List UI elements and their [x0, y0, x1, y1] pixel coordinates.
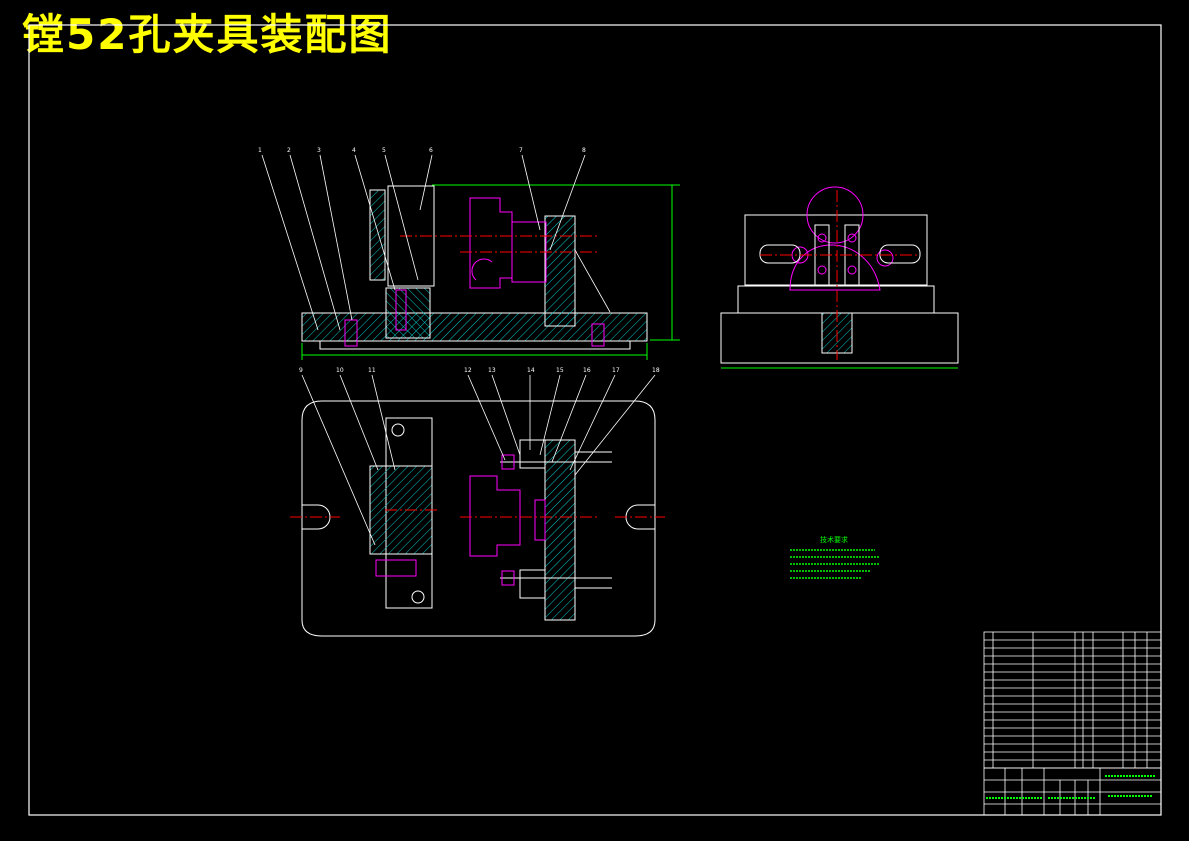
- sheet-frame: [28, 24, 1162, 816]
- part-label: 12: [464, 367, 472, 374]
- technical-requirements: 技术要求: [790, 535, 880, 579]
- part-label: 18: [652, 367, 660, 374]
- part-label: 7: [519, 147, 523, 154]
- part-label: 16: [583, 367, 591, 374]
- part-label: 15: [556, 367, 564, 374]
- part-label: 10: [336, 367, 344, 374]
- part-label: 4: [352, 147, 356, 154]
- top-leader-lines: [301, 374, 656, 546]
- part-label: 9: [299, 367, 303, 374]
- part-label: 17: [612, 367, 620, 374]
- part-label: 5: [382, 147, 386, 154]
- part-label: 11: [368, 367, 376, 374]
- front-leader-lines: [261, 154, 611, 331]
- part-label: 6: [429, 147, 433, 154]
- part-label: 3: [317, 147, 321, 154]
- part-label: 2: [287, 147, 291, 154]
- part-number-labels: 1 2 3 4 5 6 7 8 9 10 11 12 13 14 15 16 1…: [258, 147, 660, 374]
- parts-list-title-block: [983, 631, 1162, 816]
- tech-req-heading: 技术要求: [820, 535, 848, 544]
- part-label: 8: [582, 147, 586, 154]
- side-view: [720, 186, 959, 369]
- part-label: 13: [488, 367, 496, 374]
- drawing-title: 镗52孔夹具装配图: [22, 10, 393, 59]
- front-section-view: [301, 184, 680, 360]
- part-label: 1: [258, 147, 262, 154]
- top-view: [290, 400, 665, 637]
- part-label: 14: [527, 367, 535, 374]
